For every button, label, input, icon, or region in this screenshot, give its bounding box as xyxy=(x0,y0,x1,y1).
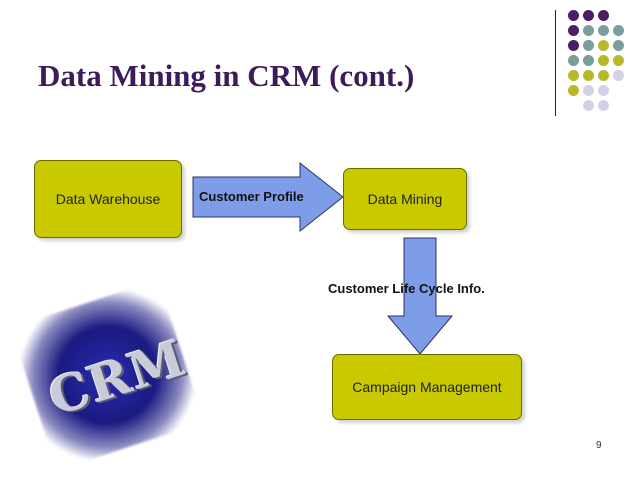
dot xyxy=(583,85,594,96)
dot xyxy=(598,10,609,21)
dot xyxy=(568,25,579,36)
data-mining-node: Data Mining xyxy=(343,168,467,230)
page-number: 9 xyxy=(596,440,602,451)
campaign-management-label: Campaign Management xyxy=(352,379,502,395)
data-warehouse-node: Data Warehouse xyxy=(34,160,182,238)
dot xyxy=(568,40,579,51)
campaign-management-node: Campaign Management xyxy=(332,354,522,420)
customer-profile-label: Customer Profile xyxy=(199,189,304,204)
dot xyxy=(568,85,579,96)
dot xyxy=(598,25,609,36)
dot xyxy=(598,70,609,81)
dot xyxy=(568,55,579,66)
dot xyxy=(583,55,594,66)
dot xyxy=(613,40,624,51)
dot xyxy=(583,100,594,111)
data-warehouse-label: Data Warehouse xyxy=(55,191,161,207)
dot xyxy=(613,25,624,36)
customer-life-cycle-label: Customer Life Cycle Info. xyxy=(328,281,485,296)
dot xyxy=(598,55,609,66)
dot xyxy=(568,70,579,81)
customer-life-cycle-arrow xyxy=(386,237,454,355)
customer-profile-arrow xyxy=(192,161,344,233)
dot xyxy=(583,70,594,81)
dot xyxy=(568,10,579,21)
data-mining-label: Data Mining xyxy=(367,191,443,207)
dot xyxy=(613,55,624,66)
slide-title: Data Mining in CRM (cont.) xyxy=(38,58,415,93)
dot xyxy=(598,100,609,111)
dot xyxy=(598,85,609,96)
dot xyxy=(613,70,624,81)
dot xyxy=(583,40,594,51)
dot xyxy=(598,40,609,51)
divider-line xyxy=(555,10,556,116)
dot xyxy=(583,25,594,36)
dot xyxy=(583,10,594,21)
